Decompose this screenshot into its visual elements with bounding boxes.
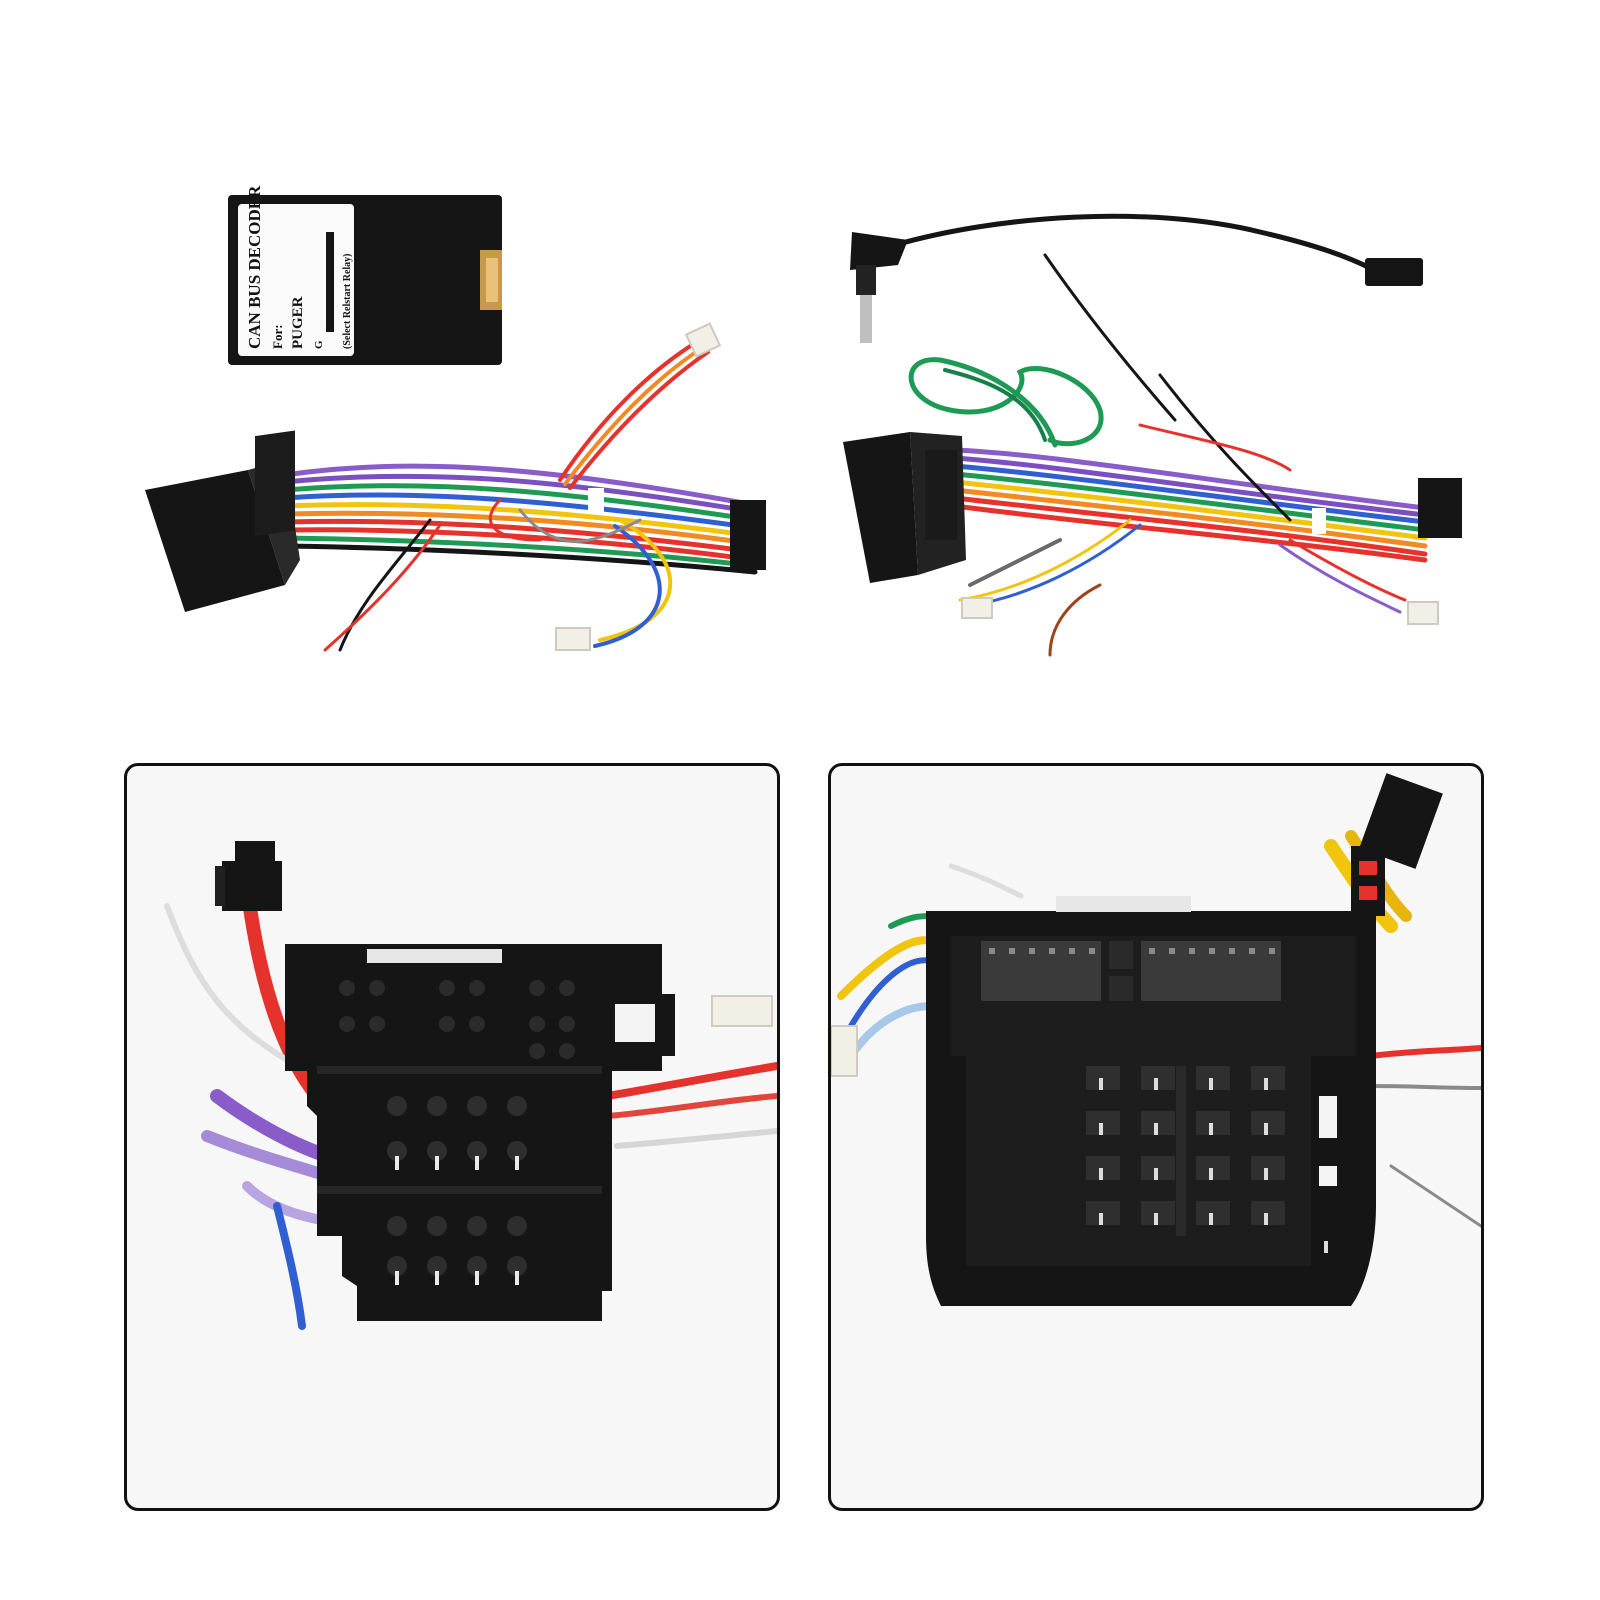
can-bus-decoder-box: CAN BUS DECODER For: PUGER G (Select Rel…	[228, 185, 502, 365]
decoder-label-title: CAN BUS DECODER	[245, 185, 264, 349]
left-small-plug-bottom	[555, 627, 591, 651]
left-harness-wires	[282, 338, 758, 652]
right-small-plug-right	[1407, 601, 1439, 625]
iso-connector-closeup	[164, 841, 777, 1330]
quadlock-connector-closeup-panel	[828, 763, 1484, 1511]
decoder-label-for: For:	[270, 324, 285, 349]
right-wire-tie	[1312, 508, 1326, 534]
right-harness-wires	[908, 253, 1428, 657]
decoder-label: CAN BUS DECODER For: PUGER G (Select Rel…	[245, 185, 353, 349]
quadlock-aux-plug	[1351, 773, 1443, 916]
decoder-label-model: PUGER	[290, 296, 306, 349]
quadlock-white-plug	[831, 1025, 858, 1077]
iso-white-plug	[711, 995, 773, 1027]
quadlock-connector-closeup	[831, 773, 1481, 1306]
right-harness-connector-main	[843, 432, 966, 583]
left-harness-connector-end	[730, 500, 766, 570]
left-wire-tie	[588, 488, 604, 512]
left-small-plug-top	[684, 322, 722, 358]
decoder-label-note: (Select Relstart Relay)	[342, 253, 353, 349]
iso-aux-plug	[215, 841, 282, 911]
right-harness-connector-end	[1418, 478, 1462, 538]
antenna-adapter-cable	[850, 213, 1423, 343]
iso-connector-closeup-panel	[124, 763, 780, 1511]
quadlock-connector-body	[926, 896, 1376, 1306]
iso-connector-body	[285, 944, 675, 1321]
right-small-plug-left	[961, 597, 993, 619]
left-harness-connector-main	[145, 430, 300, 612]
decoder-label-variant: G	[313, 340, 325, 349]
